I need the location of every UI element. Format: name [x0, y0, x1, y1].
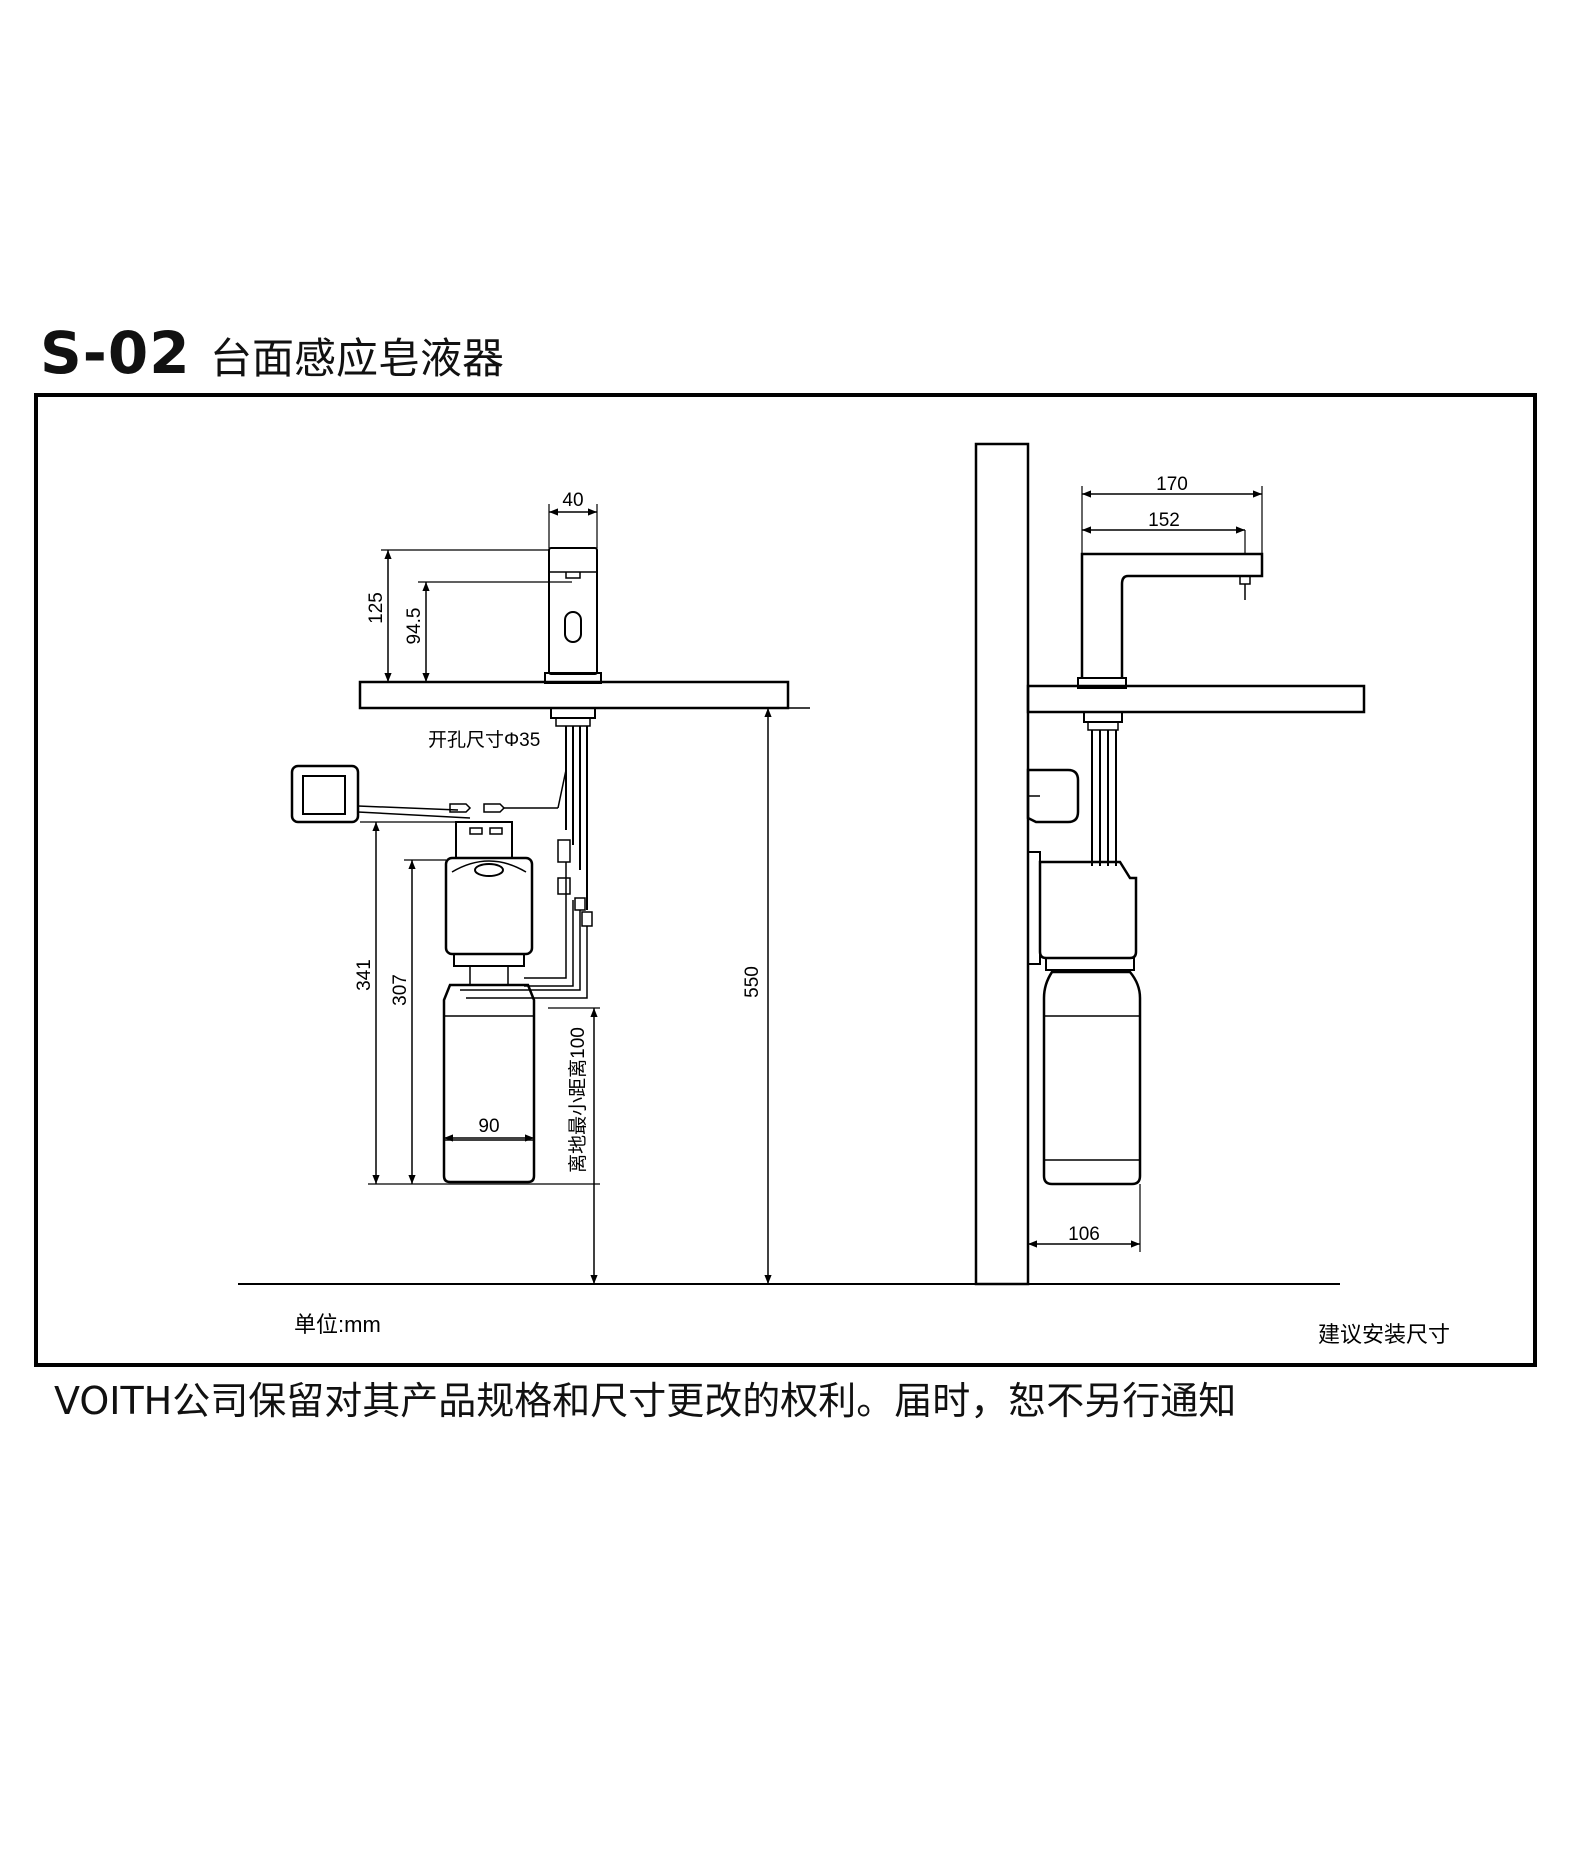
- countertop-left: [358, 680, 790, 710]
- wall: [974, 442, 1030, 1286]
- front-view: [238, 504, 978, 1285]
- dim-wall-offset: 106: [1068, 1224, 1100, 1245]
- dim-bottle-height: 307: [390, 974, 411, 1006]
- dim-bottle-width: 90: [478, 1116, 499, 1137]
- dim-reach-total: 170: [1156, 474, 1188, 495]
- faucet-front: [544, 547, 602, 910]
- dim-counter-height: 550: [742, 966, 763, 998]
- soap-bottle-side: [1042, 970, 1142, 1186]
- product-name: 台面感应皂液器: [210, 334, 505, 383]
- dim-spout-height: 125: [366, 592, 387, 624]
- drawing-frame: [34, 393, 1537, 1367]
- soap-bottle-front: [442, 983, 536, 1184]
- dim-reach-outlet: 152: [1148, 510, 1180, 531]
- min-floor-distance-label: 离地最小距离100: [567, 1027, 589, 1173]
- dim-spout-width: 40: [562, 490, 583, 511]
- model-code: S-02: [40, 319, 191, 387]
- dim-outlet-height: 94.5: [404, 608, 425, 645]
- pump-unit-side: [1027, 851, 1138, 971]
- recommended-label: 建议安装尺寸: [1318, 1322, 1450, 1347]
- remote-sensor-panel: [290, 764, 567, 824]
- side-view: [974, 442, 1366, 1286]
- pump-unit-front: [444, 856, 534, 985]
- hole-size-label: 开孔尺寸Φ35: [428, 729, 540, 751]
- dim-box-height: 341: [354, 959, 375, 991]
- unit-label: 单位:mm: [294, 1312, 381, 1337]
- faucet-side: [1077, 552, 1264, 866]
- countertop-right: [1026, 684, 1366, 714]
- disclaimer-text: VOITH公司保留对其产品规格和尺寸更改的权利。届时，恕不另行通知: [54, 1379, 1237, 1423]
